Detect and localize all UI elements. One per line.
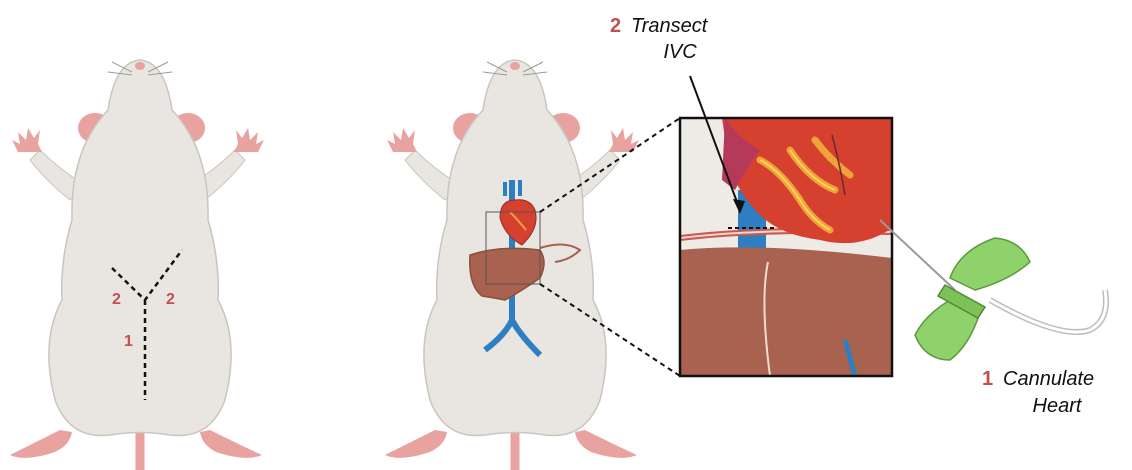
transect-label-line2: IVC bbox=[663, 41, 697, 63]
cannulate-step-number: 1 bbox=[982, 368, 993, 390]
incision-label-left-2: 2 bbox=[112, 291, 121, 308]
incision-label-right-2: 2 bbox=[166, 291, 175, 308]
cannulate-label-line2: Heart bbox=[1033, 395, 1083, 417]
incision-label-1: 1 bbox=[124, 333, 133, 350]
right-mouse-illustration bbox=[385, 60, 639, 470]
transect-step-number: 2 bbox=[610, 15, 621, 37]
zoom-inset bbox=[680, 118, 892, 376]
butterfly-needle-illustration bbox=[880, 220, 1106, 360]
left-mouse-illustration bbox=[10, 60, 264, 470]
transect-label-line1: Transect bbox=[631, 15, 709, 37]
cannulate-label-line1: Cannulate bbox=[1003, 368, 1094, 390]
